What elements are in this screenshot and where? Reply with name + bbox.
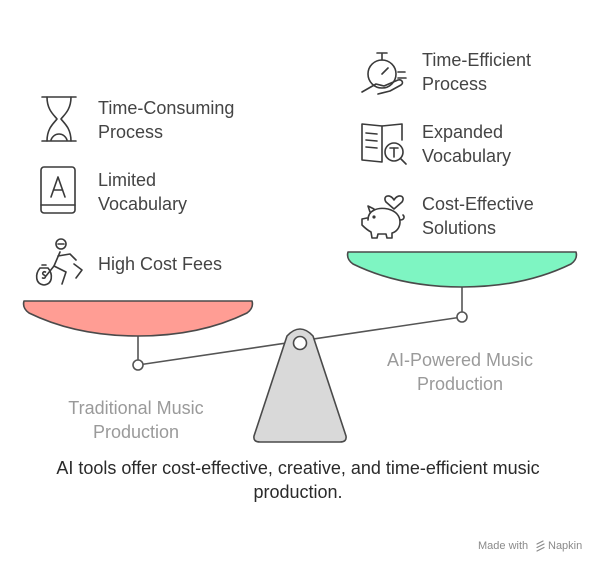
book-search-icon: [361, 123, 407, 165]
left-side-label-line-1: Traditional Music: [68, 398, 203, 418]
right-pan: [346, 251, 578, 288]
right-item-1-line-2: Process: [422, 74, 487, 94]
book-icon: [40, 166, 76, 214]
left-item-1-line-1: Time-Consuming: [98, 98, 234, 118]
left-pan: [22, 300, 254, 337]
left-item-2-line-2: Vocabulary: [98, 194, 187, 214]
scale-fulcrum: [253, 328, 347, 443]
caption-line-2: production.: [253, 482, 342, 502]
right-side-label-line-2: Production: [417, 374, 503, 394]
right-item-3-line-1: Cost-Effective: [422, 194, 534, 214]
right-item-1-line-1: Time-Efficient: [422, 50, 531, 70]
left-side-label-line-2: Production: [93, 422, 179, 442]
money-bag-runner-icon: [35, 238, 83, 286]
piggy-bank-heart-icon: [361, 195, 405, 239]
footer-made-with: Made with: [478, 540, 528, 552]
napkin-logo-icon: [536, 540, 545, 552]
right-item-2-line-2: Vocabulary: [422, 146, 511, 166]
right-item-2-line-1: Expanded: [422, 122, 503, 142]
caption-line-1: AI tools offer cost-effective, creative,…: [56, 458, 539, 478]
right-side-label-line-1: AI-Powered Music: [387, 350, 533, 370]
fulcrum-pivot: [292, 335, 308, 351]
left-item-1-line-2: Process: [98, 122, 163, 142]
footer-brand: Napkin: [548, 540, 582, 552]
right-beam-joint: [456, 311, 468, 323]
stopwatch-hand-icon: [361, 52, 407, 95]
left-beam-joint: [132, 359, 144, 371]
left-item-3-line-1: High Cost Fees: [98, 254, 222, 274]
left-item-2-line-1: Limited: [98, 170, 156, 190]
right-item-3-line-2: Solutions: [422, 218, 496, 238]
hourglass-icon: [41, 96, 77, 142]
